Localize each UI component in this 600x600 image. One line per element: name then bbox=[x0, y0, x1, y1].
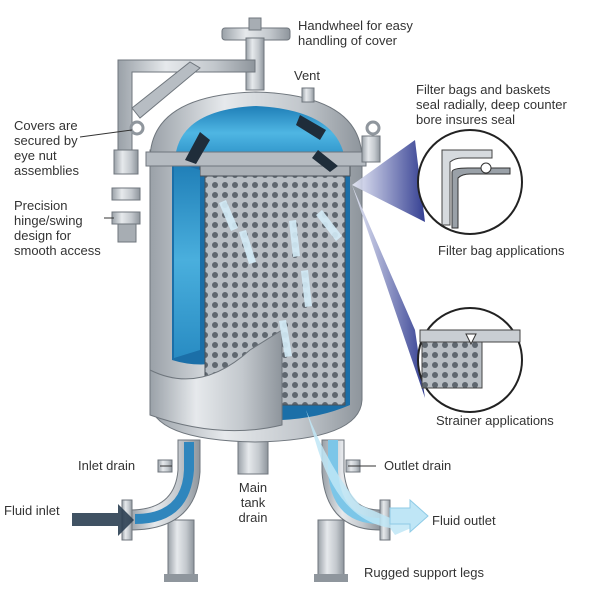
hinge-brackets bbox=[111, 149, 141, 243]
main-tank-drain-pipe bbox=[237, 439, 269, 475]
callout-beam-filter-bag bbox=[352, 140, 425, 222]
filter-flow-arrows bbox=[219, 200, 342, 357]
strainer-applications-label: Strainer applications bbox=[436, 413, 554, 428]
vessel-body bbox=[149, 149, 363, 443]
main-tank-drain-label: Main tank drain bbox=[238, 480, 268, 525]
support-legs bbox=[164, 519, 348, 582]
strainer-detail bbox=[417, 307, 523, 413]
filter-bag-detail bbox=[417, 129, 523, 235]
hinge-label: Precision hinge/swing design for smooth … bbox=[14, 198, 101, 258]
fluid-inlet-label: Fluid inlet bbox=[4, 503, 60, 518]
handwheel-label: Handwheel for easy handling of cover bbox=[298, 18, 413, 48]
vent-label: Vent bbox=[294, 68, 321, 83]
outlet-drain-label: Outlet drain bbox=[384, 458, 452, 473]
callout-beam-strainer bbox=[352, 185, 425, 398]
eye-nuts bbox=[129, 120, 381, 163]
vessel-cover bbox=[145, 91, 367, 167]
inlet-drain-label: Inlet drain bbox=[78, 458, 136, 473]
fluid-outlet-arrow bbox=[389, 498, 429, 534]
fluid-inlet-arrow bbox=[72, 504, 134, 536]
leader-lines bbox=[79, 129, 376, 467]
flow-arrows bbox=[185, 115, 338, 172]
covers-label: Covers are secured by eye nut assemblies bbox=[14, 118, 80, 178]
fluid-outlet-label: Fluid outlet bbox=[432, 513, 496, 528]
filter-bag-applications-label: Filter bag applications bbox=[438, 243, 565, 258]
vent-pipe bbox=[301, 87, 315, 103]
support-legs-label: Rugged support legs bbox=[364, 565, 484, 580]
filter-bags-label: Filter bags and baskets seal radially, d… bbox=[416, 82, 567, 127]
